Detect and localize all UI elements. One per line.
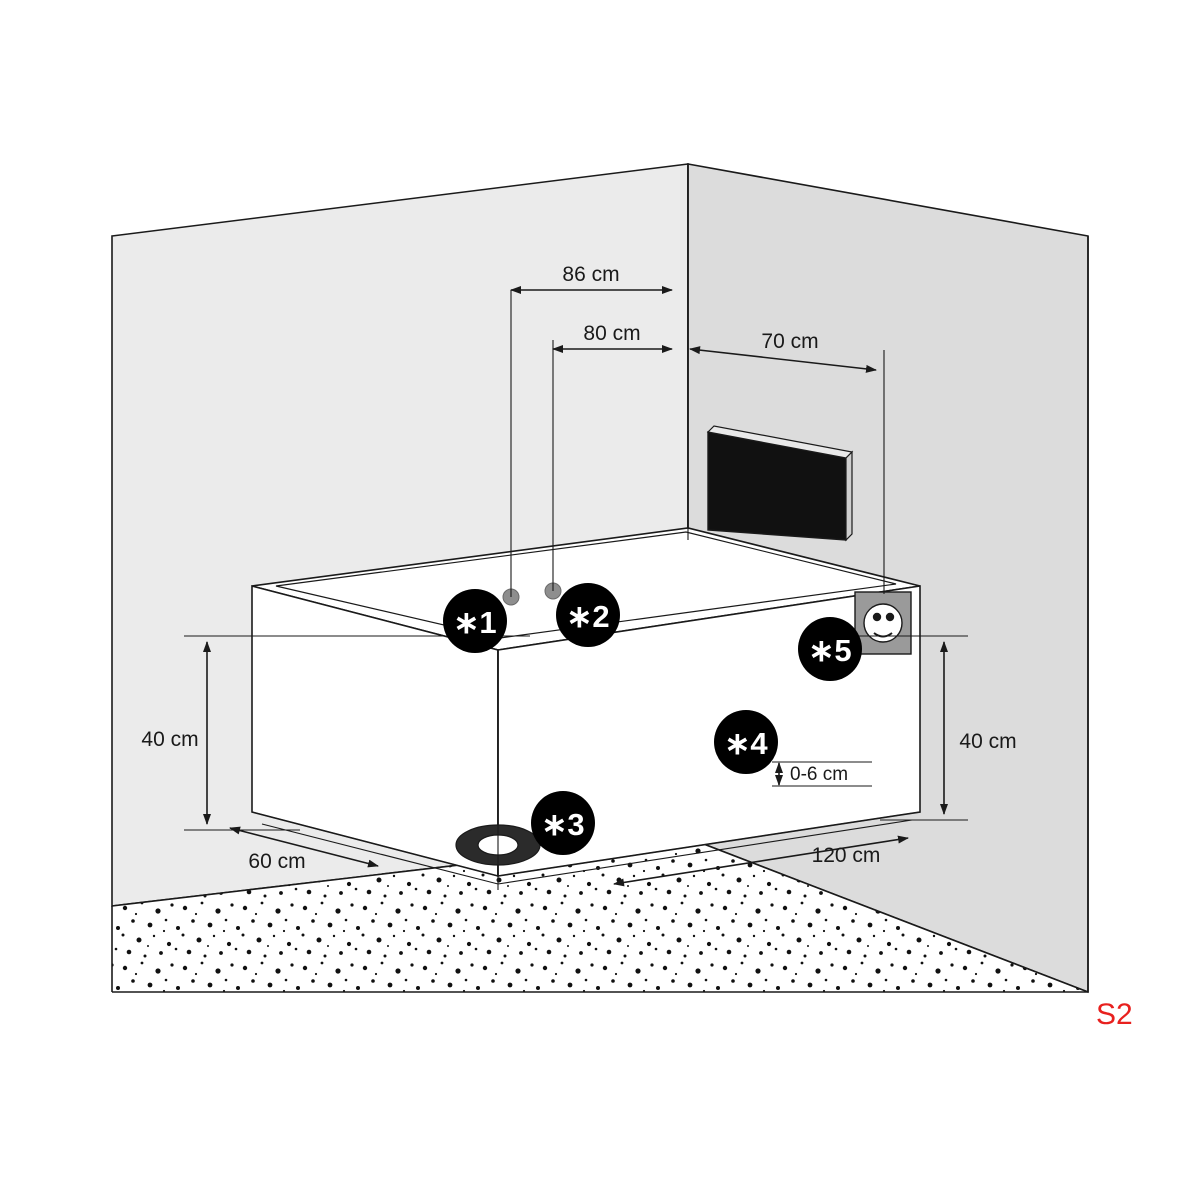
callout-1-label: ∗1 bbox=[453, 605, 496, 640]
dimension-80-label: 80 cm bbox=[583, 322, 640, 345]
reference-lines bbox=[497, 290, 885, 890]
callout-1[interactable]: ∗1 bbox=[443, 589, 507, 653]
sheet-label: S2 bbox=[1096, 998, 1133, 1031]
callout-3-label: ∗3 bbox=[541, 807, 584, 842]
dimension-40-left-label: 40 cm bbox=[141, 728, 198, 751]
dimension-0-6-label: 0-6 cm bbox=[790, 764, 848, 785]
callout-2[interactable]: ∗2 bbox=[556, 583, 620, 647]
callout-4-label: ∗4 bbox=[724, 726, 768, 761]
dimension-70-label: 70 cm bbox=[761, 330, 818, 353]
callout-2-label: ∗2 bbox=[566, 599, 609, 634]
power-socket bbox=[854, 591, 912, 655]
dimension-60: 60 cm bbox=[229, 826, 379, 873]
callout-5[interactable]: ∗5 bbox=[798, 617, 862, 681]
dimension-120: 120 cm bbox=[613, 835, 909, 887]
dimension-120-label: 120 cm bbox=[812, 844, 881, 867]
dimension-70: 70 cm bbox=[689, 330, 877, 373]
dimension-60-label: 60 cm bbox=[248, 850, 305, 873]
dimension-80: 80 cm bbox=[552, 322, 673, 353]
dimension-40-right-label: 40 cm bbox=[959, 730, 1016, 753]
dimension-0-6: 0-6 cm bbox=[772, 761, 872, 787]
callout-3[interactable]: ∗3 bbox=[531, 791, 595, 855]
dimension-40-right: 40 cm bbox=[856, 635, 1017, 821]
dimension-86: 86 cm bbox=[510, 263, 673, 294]
supply-points bbox=[502, 290, 562, 606]
dimension-86-label: 86 cm bbox=[562, 263, 619, 286]
callout-4[interactable]: ∗4 bbox=[714, 710, 778, 774]
wall-panel bbox=[706, 425, 854, 542]
callout-5-label: ∗5 bbox=[808, 633, 851, 668]
